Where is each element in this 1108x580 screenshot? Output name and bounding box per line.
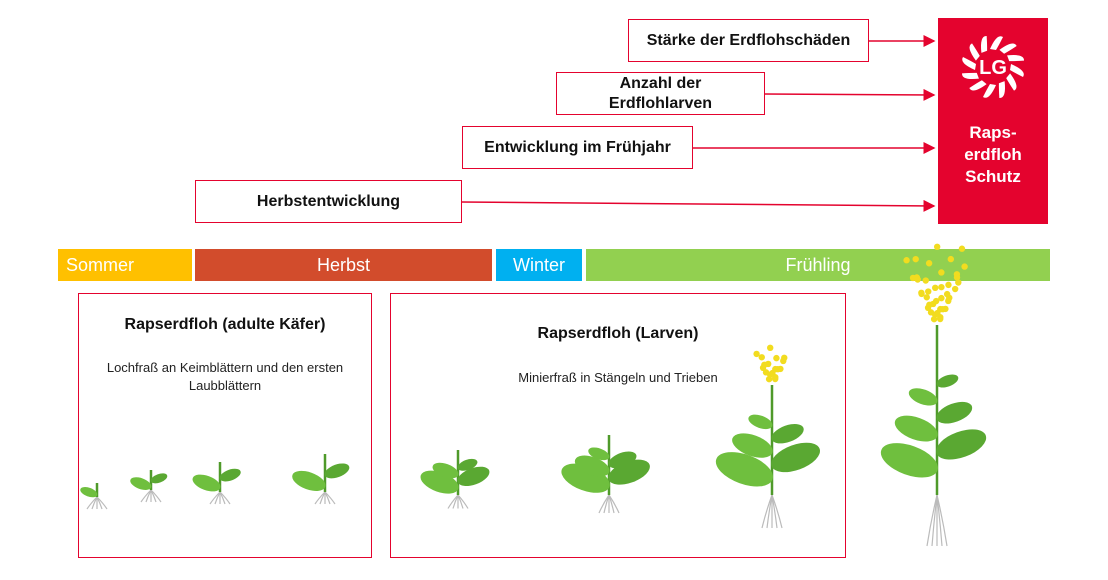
season-winter: Winter: [496, 249, 582, 281]
logo-petal: [983, 84, 996, 98]
brand-title-line: Schutz: [965, 167, 1021, 186]
stage-title: Rapserdfloh (Larven): [537, 325, 699, 342]
stage-larvae: Rapserdfloh (Larven) Minierfraß in Stäng…: [390, 293, 846, 558]
logo-petal: [1007, 55, 1024, 62]
factor-damage-strength: Stärke der Erdflohschäden: [628, 19, 869, 62]
lg-logo: LG: [962, 36, 1024, 98]
brand-panel: LG Raps- erdfloh Schutz: [938, 18, 1048, 224]
brand-title-line: erdfloh: [964, 145, 1022, 164]
season-spring: Frühling: [586, 249, 1050, 281]
logo-petal: [981, 36, 988, 53]
stage-description: Minierfraß in Stängeln und Trieben: [518, 370, 718, 385]
factor-label: Anzahl der Erdflohlarven: [608, 74, 713, 112]
factor-label: Entwicklung im Frühjahr: [484, 138, 671, 156]
factor-autumn-development: Herbstentwicklung: [195, 180, 462, 223]
stage-title: Rapserdfloh (adulte Käfer): [124, 316, 326, 333]
brand-title-line: Raps-: [969, 123, 1017, 142]
brand-title: Raps- erdfloh Schutz: [938, 122, 1048, 188]
season-autumn: Herbst: [195, 249, 492, 281]
logo-petal: [1006, 73, 1017, 91]
logo-petal: [1010, 64, 1024, 77]
logo-petal: [962, 72, 979, 79]
season-summer: Sommer: [58, 249, 192, 281]
arrow-larvae: [763, 88, 936, 101]
logo-petal: [999, 43, 1017, 54]
factor-spring-development: Entwicklung im Frühjahr: [462, 126, 693, 169]
stage-adult-beetle: Rapserdfloh (adulte Käfer) Lochfraß an K…: [78, 293, 372, 558]
logo-petal: [998, 81, 1005, 98]
factor-larvae-count: Anzahl der Erdflohlarven: [556, 72, 765, 115]
logo-petal: [962, 57, 976, 70]
logo-petal: [969, 80, 987, 91]
logo-petal: [969, 43, 980, 61]
stage-description: Lochfraß an Keimblättern und den ersten …: [106, 360, 344, 393]
arrow-autumn: [460, 199, 936, 212]
factor-label: Herbstentwicklung: [256, 192, 401, 210]
factor-label: Stärke der Erdflohschäden: [646, 31, 851, 49]
logo-text: LG: [979, 57, 1007, 79]
logo-petal: [990, 36, 1003, 50]
